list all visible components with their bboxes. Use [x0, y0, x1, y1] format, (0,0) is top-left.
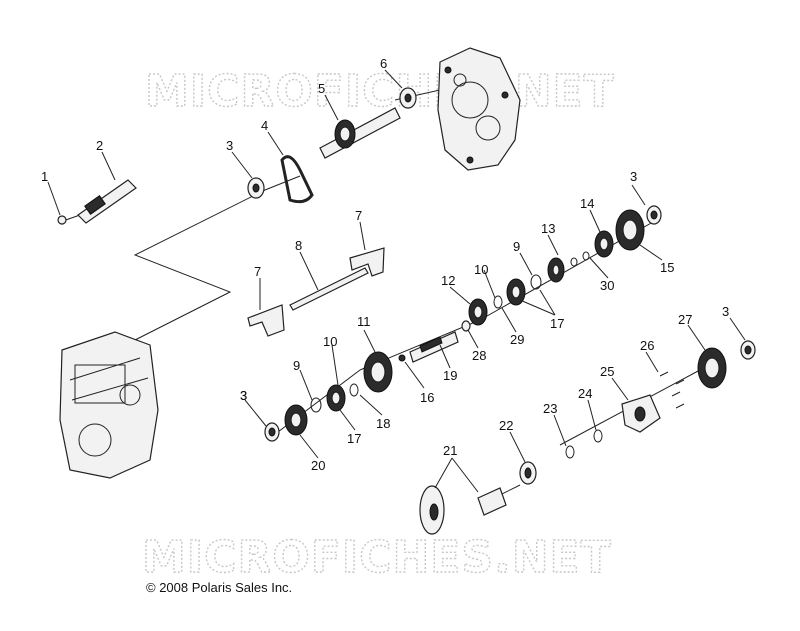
- callout: 2: [96, 138, 103, 153]
- callout: 14: [580, 196, 594, 211]
- part-27-gear: [697, 347, 727, 389]
- callout: 16: [420, 390, 434, 405]
- callout: 9: [513, 239, 520, 254]
- part-7-shift-fork-a: [247, 304, 285, 337]
- callout: 17: [347, 431, 361, 446]
- callout-numbers: 1 2 3 4 5 6 3 7 7 8 3 14 13 9 10 12 15 3…: [41, 56, 729, 473]
- callout: 28: [472, 348, 486, 363]
- callout: 27: [678, 312, 692, 327]
- callout: 4: [261, 118, 268, 133]
- transmission-housing: [59, 331, 159, 479]
- part-12-gear: [468, 298, 488, 326]
- part-26-bolts: [659, 371, 685, 409]
- part-24-ring: [593, 429, 603, 443]
- callout: 15: [660, 260, 674, 275]
- part-4-chain: [280, 155, 314, 204]
- part-8-shift-rod: [289, 267, 369, 311]
- watermark-top: MICROFICHES.NET: [145, 66, 615, 117]
- callout: 26: [640, 338, 654, 353]
- part-13-gear: [547, 257, 565, 283]
- part-29-ring: [493, 295, 503, 309]
- part-21-output-gear: [419, 485, 507, 535]
- callout: 3: [240, 388, 247, 403]
- part-16-clip: [398, 354, 406, 362]
- part-30-washer: [570, 257, 578, 267]
- part-28-washer: [461, 320, 471, 332]
- part-3-bearing-a: [247, 177, 265, 199]
- callout: 17: [550, 316, 564, 331]
- part-15-gear: [615, 209, 645, 251]
- callout: 13: [541, 221, 555, 236]
- part-20-gear: [284, 404, 308, 436]
- copyright-text: © 2008 Polaris Sales Inc.: [146, 580, 293, 595]
- callout: 7: [355, 208, 362, 223]
- callout: 3: [722, 304, 729, 319]
- part-11-gear: [363, 351, 393, 393]
- callout: 11: [357, 314, 371, 329]
- part-14-gear: [594, 230, 614, 258]
- callout: 10: [474, 262, 488, 277]
- callout: 8: [295, 238, 302, 253]
- part-3-bearing-c: [646, 205, 662, 225]
- part-1-washer: [57, 215, 67, 225]
- callout: 22: [499, 418, 513, 433]
- callout: 29: [510, 332, 524, 347]
- callout: 5: [318, 81, 325, 96]
- part-7-shift-fork-b: [349, 247, 385, 277]
- part-3-bearing-d: [740, 340, 756, 360]
- callout: 21: [443, 443, 457, 458]
- callout: 25: [600, 364, 614, 379]
- part-6-seal: [399, 87, 417, 109]
- assembly-lines: [59, 89, 701, 501]
- part-19-splined-shaft: [409, 331, 459, 363]
- callout: 19: [443, 368, 457, 383]
- callout: 20: [311, 458, 325, 473]
- watermark-bottom: MICROFICHES.NET: [142, 532, 612, 583]
- callout: 18: [376, 416, 390, 431]
- callout: 3: [226, 138, 233, 153]
- callout: 30: [600, 278, 614, 293]
- part-3-bearing-b: [264, 422, 280, 442]
- callout: 1: [41, 169, 48, 184]
- part-17-gear-b: [506, 278, 526, 306]
- callout: 9: [293, 358, 300, 373]
- callout: 6: [380, 56, 387, 71]
- part-25-bearing-cap: [621, 394, 661, 433]
- part-9-ring: [310, 397, 322, 413]
- callout: 10: [323, 334, 337, 349]
- leader-lines: [47, 69, 746, 493]
- part-30-washer-b: [582, 251, 590, 261]
- part-23-ring: [565, 445, 575, 459]
- callout: 3: [240, 388, 247, 403]
- part-18-washer: [349, 383, 359, 397]
- transmission-cover: [437, 47, 521, 171]
- part-5-gear-shaft: [319, 107, 401, 159]
- callout: 3: [630, 169, 637, 184]
- callout: 12: [441, 273, 455, 288]
- part-9-ring-b: [530, 274, 542, 290]
- callout: 7: [254, 264, 261, 279]
- part-22-bearing: [519, 461, 537, 485]
- callout: 23: [543, 401, 557, 416]
- callout: 24: [578, 386, 592, 401]
- part-2-shaft: [77, 179, 137, 224]
- part-17-gear-a: [326, 384, 346, 412]
